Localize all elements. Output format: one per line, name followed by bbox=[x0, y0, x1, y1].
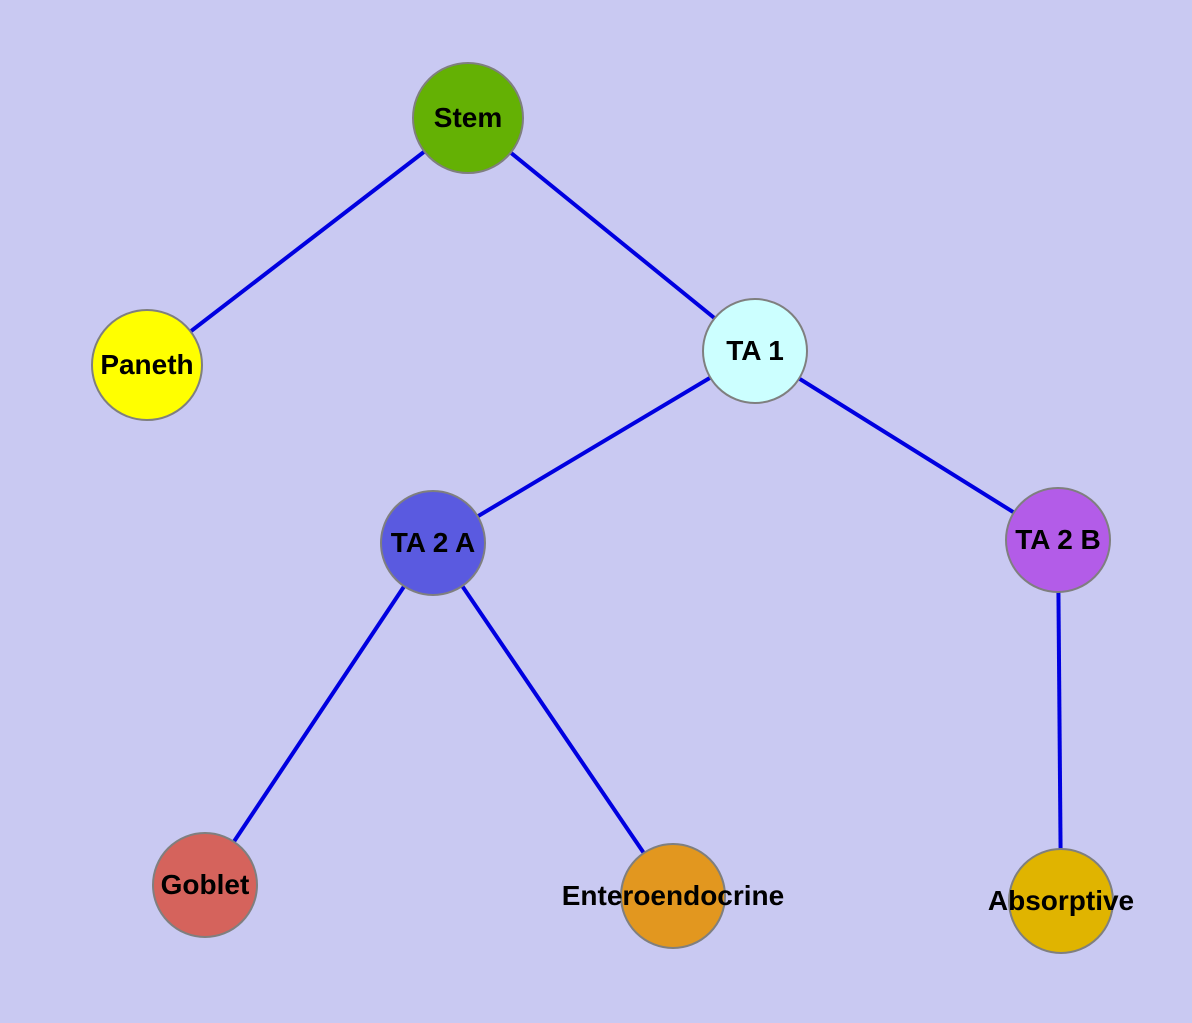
edge-stem-ta1 bbox=[466, 116, 757, 353]
node-enteroendocrine[interactable]: Enteroendocrine bbox=[562, 843, 784, 949]
node-goblet[interactable]: Goblet bbox=[152, 832, 258, 938]
edge-stem-paneth bbox=[145, 116, 470, 367]
edge-ta1-ta2a bbox=[431, 349, 757, 545]
node-circle-ta2b[interactable] bbox=[1005, 487, 1111, 593]
edge-ta2a-goblet bbox=[203, 541, 435, 887]
edge-ta2b-absorptive bbox=[1056, 539, 1063, 902]
node-circle-ta2a[interactable] bbox=[380, 490, 486, 596]
node-circle-stem[interactable] bbox=[412, 62, 524, 174]
edge-ta1-ta2b bbox=[753, 349, 1060, 542]
edge-ta2a-enteroendocrine bbox=[431, 541, 675, 898]
node-absorptive[interactable]: Absorptive bbox=[988, 848, 1134, 954]
node-ta2a[interactable]: TA 2 A bbox=[380, 490, 486, 596]
node-paneth[interactable]: Paneth bbox=[91, 309, 203, 421]
node-ta2b[interactable]: TA 2 B bbox=[1005, 487, 1111, 593]
node-circle-goblet[interactable] bbox=[152, 832, 258, 938]
node-stem[interactable]: Stem bbox=[412, 62, 524, 174]
node-circle-paneth[interactable] bbox=[91, 309, 203, 421]
node-circle-ta1[interactable] bbox=[702, 298, 808, 404]
node-circle-enteroendocrine[interactable] bbox=[620, 843, 726, 949]
node-ta1[interactable]: TA 1 bbox=[702, 298, 808, 404]
node-circle-absorptive[interactable] bbox=[1008, 848, 1114, 954]
